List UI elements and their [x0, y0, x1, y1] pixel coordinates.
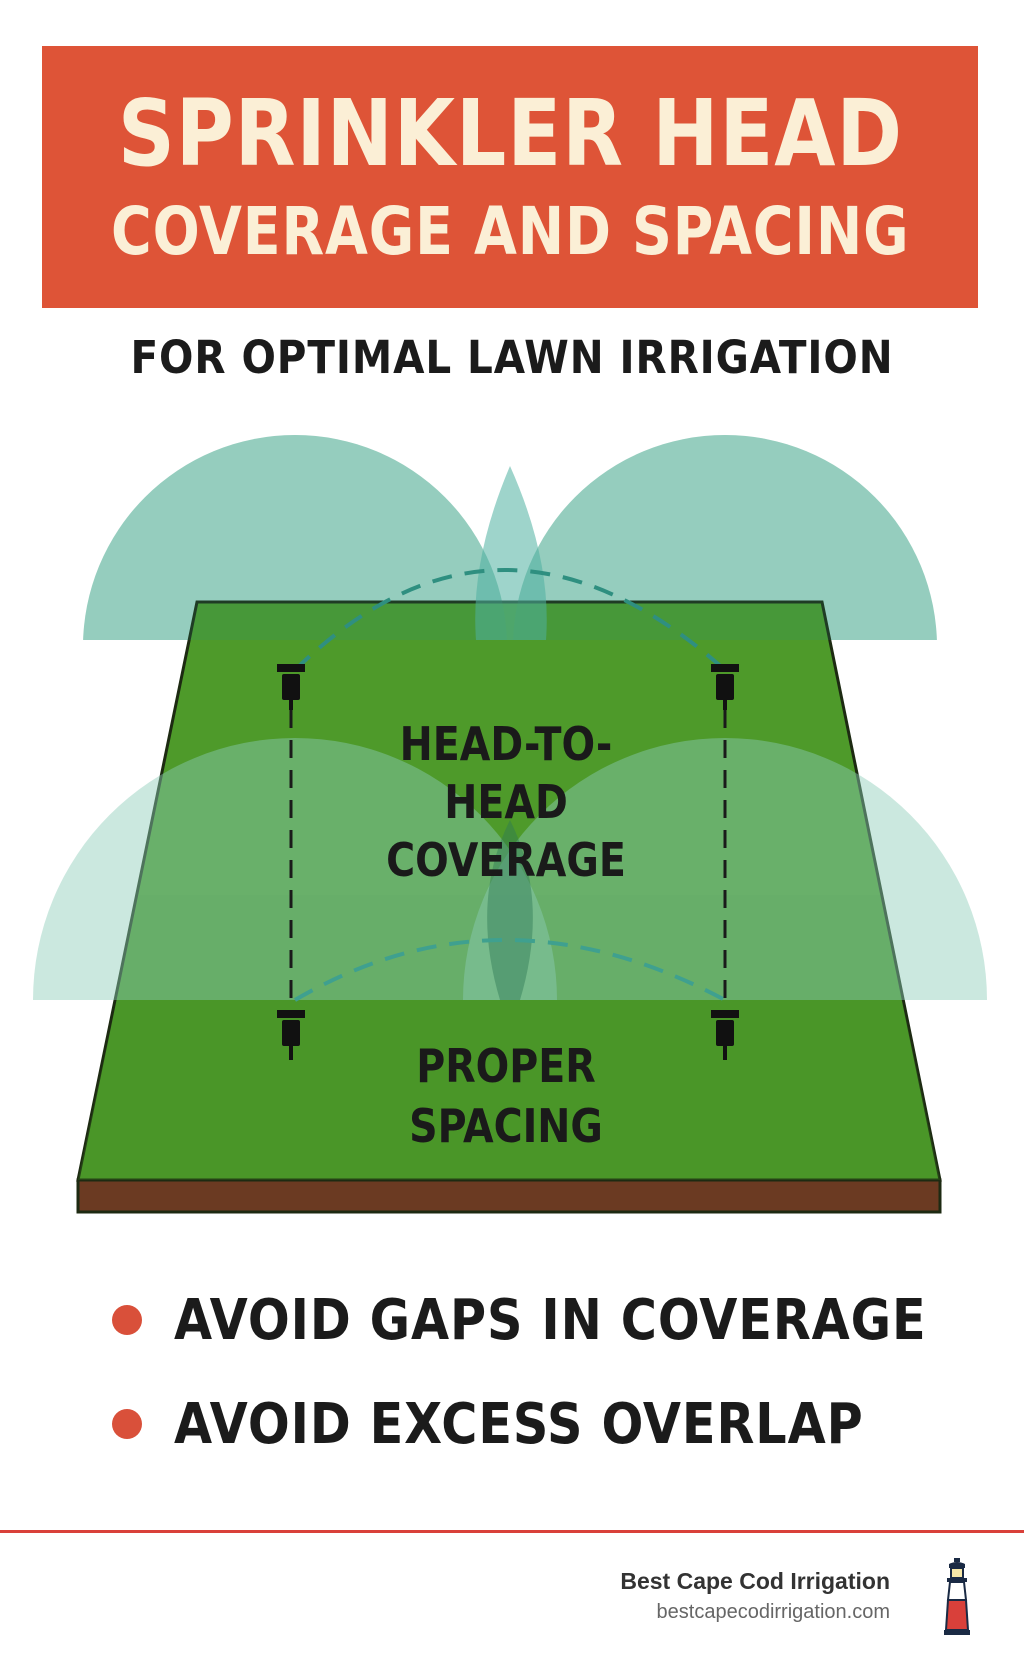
upper-spray-arcs [83, 435, 937, 640]
proper-spacing-line-2: SPACING [409, 1100, 603, 1154]
tip-item: AVOID EXCESS OVERLAP [112, 1372, 992, 1476]
lower-overlap [487, 820, 533, 1000]
footer-brand: Best Cape Cod Irrigation bestcapecodirri… [620, 1566, 890, 1628]
brand-url: bestcapecodirrigation.com [656, 1601, 890, 1623]
tips-list: AVOID GAPS IN COVERAGE AVOID EXCESS OVER… [112, 1268, 992, 1476]
lawn-soil-edge [76, 1178, 942, 1214]
subtitle: FOR OPTIMAL LAWN IRRIGATION [130, 331, 894, 384]
spray-arc-top-left [83, 435, 507, 640]
bullet-dot-icon [112, 1409, 142, 1439]
sprinkler-head-top-left [277, 664, 305, 710]
upper-overlap [475, 466, 547, 640]
brand-name: Best Cape Cod Irrigation [620, 1568, 890, 1594]
proper-spacing-line-1: PROPER [416, 1040, 596, 1094]
lighthouse-icon [944, 1558, 970, 1635]
head-to-head-line-2: HEAD [444, 776, 568, 830]
title-line-2: COVERAGE AND SPACING [110, 193, 910, 270]
sprinkler-head-top-right [711, 664, 739, 710]
sprinkler-head-bottom-left [277, 1010, 305, 1060]
proper-spacing-label: PROPER SPACING [409, 1040, 603, 1154]
title-line-1: SPRINKLER HEAD [117, 80, 903, 187]
head-to-head-line-1: HEAD-TO- [400, 718, 613, 772]
tip-text: AVOID GAPS IN COVERAGE [174, 1287, 927, 1353]
upper-dashed-arc [293, 568, 727, 672]
spray-arc-top-right [513, 435, 937, 640]
spray-arc-bottom-left [33, 738, 557, 1000]
title-banner: SPRINKLER HEAD COVERAGE AND SPACING [42, 46, 978, 308]
sprinkler-head-bottom-right [711, 1010, 739, 1060]
head-to-head-label: HEAD-TO- HEAD COVERAGE [386, 718, 626, 888]
tip-item: AVOID GAPS IN COVERAGE [112, 1268, 992, 1372]
bullet-dot-icon [112, 1305, 142, 1335]
head-to-head-line-3: COVERAGE [386, 834, 626, 888]
footer-divider [0, 1530, 1024, 1533]
tip-text: AVOID EXCESS OVERLAP [174, 1391, 864, 1457]
